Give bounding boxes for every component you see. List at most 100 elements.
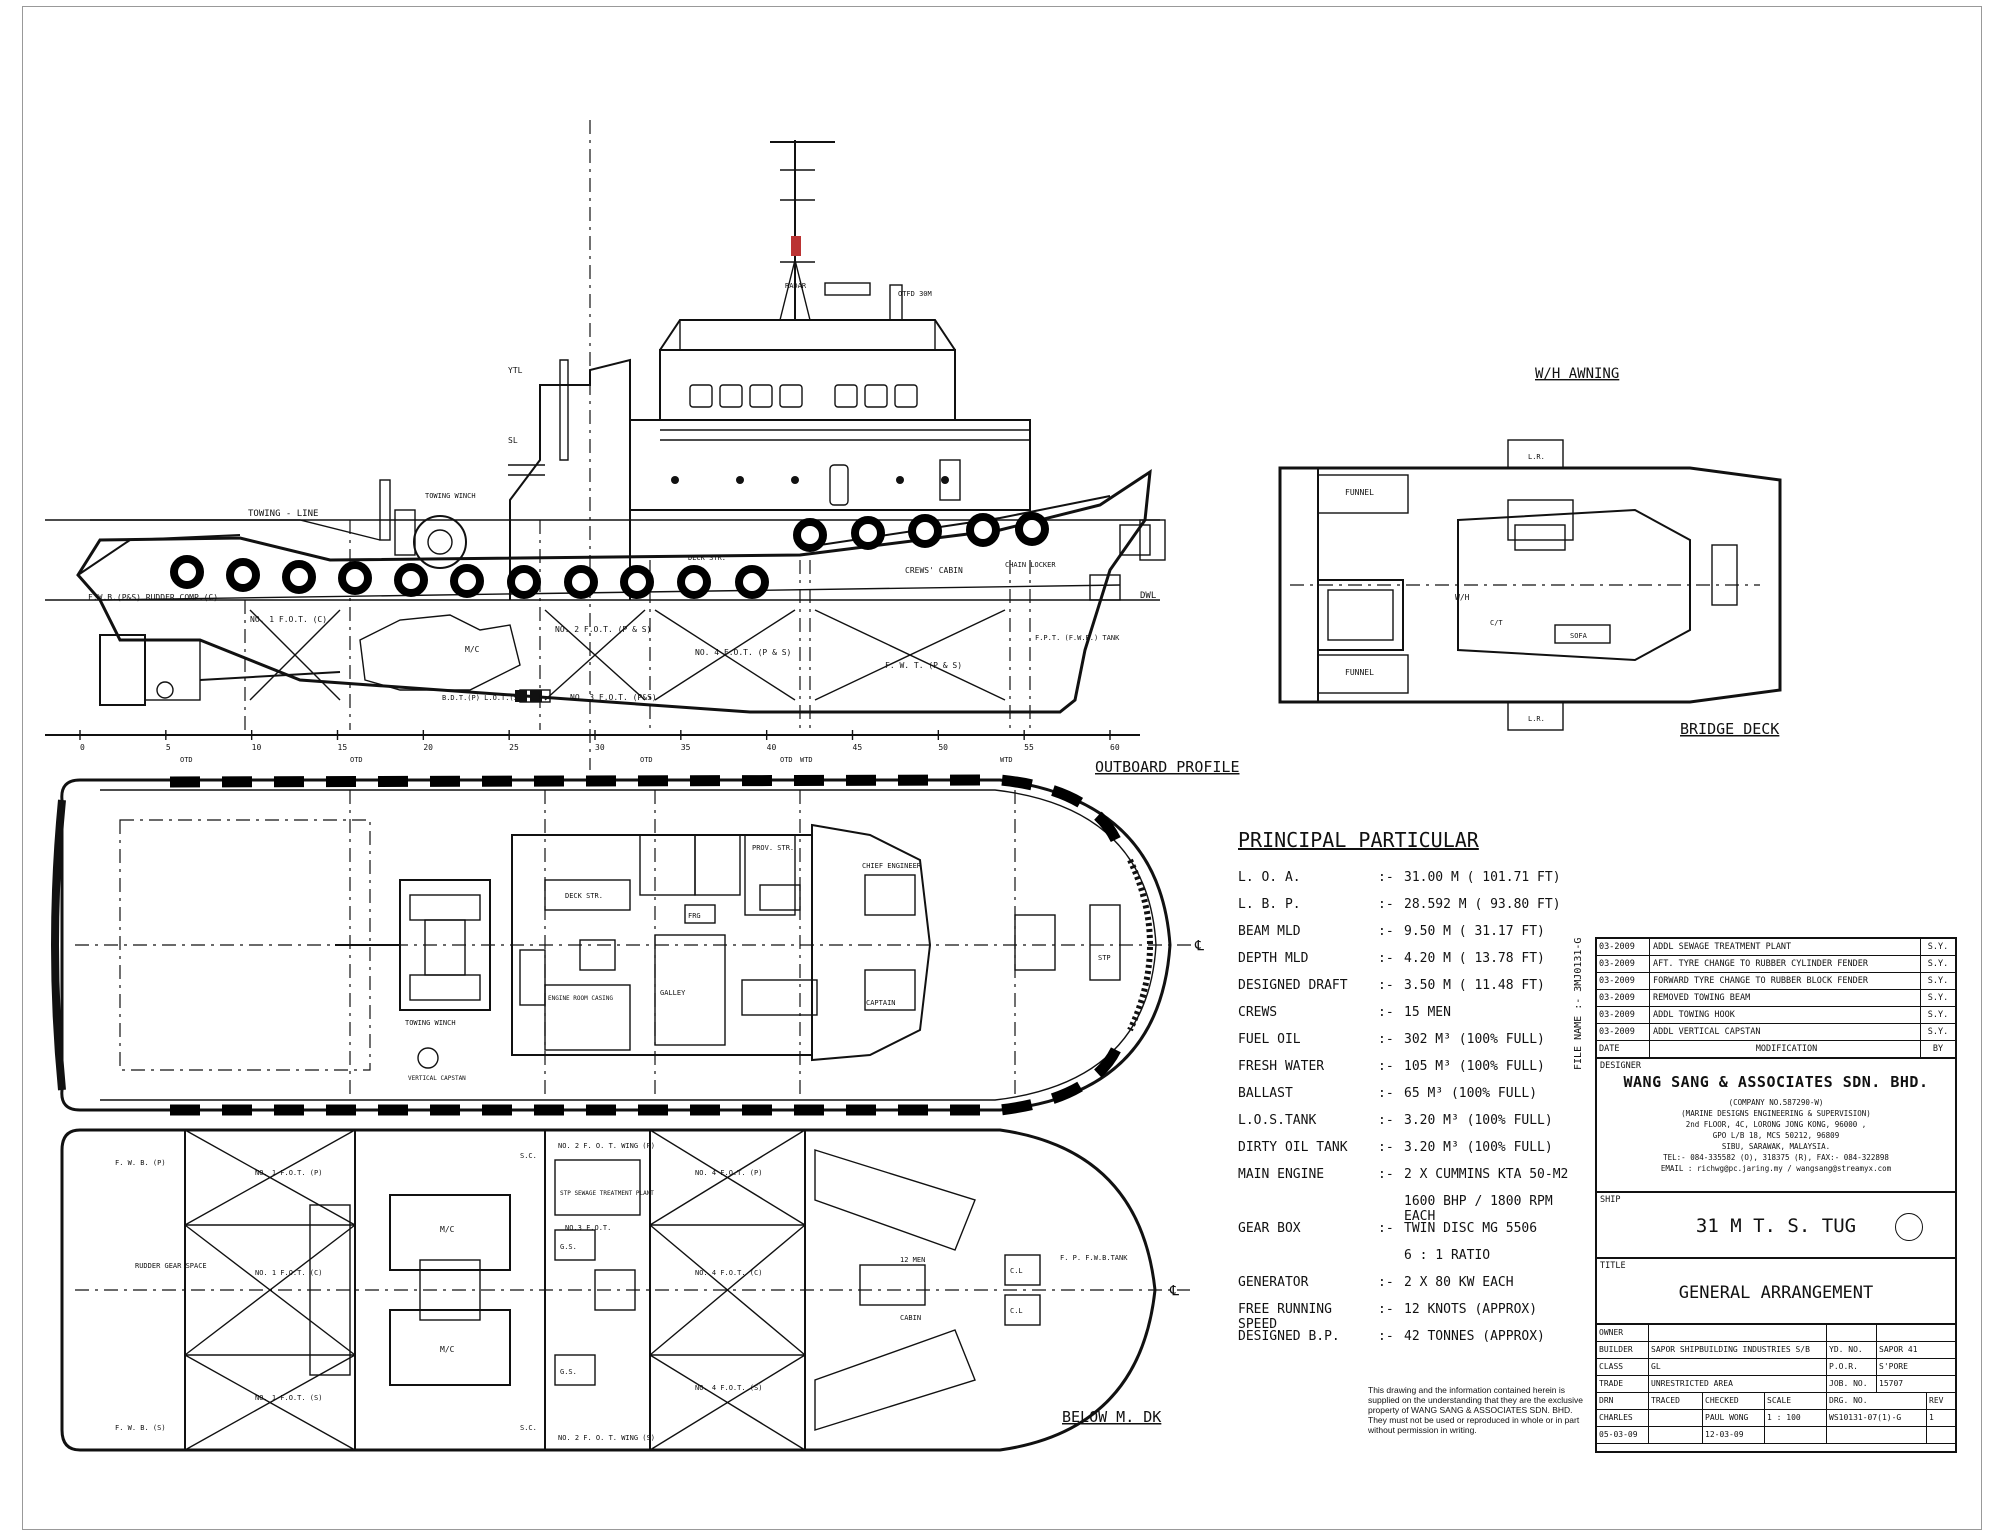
door-marker: WTD	[800, 756, 813, 764]
crew-berth-port	[814, 1149, 976, 1251]
deck-store-profile-label: DECK STR.	[688, 554, 726, 562]
particular-value: 42 TONNES (APPROX)	[1404, 1329, 1545, 1344]
particular-separator: :-	[1378, 978, 1394, 993]
winch-frame	[394, 509, 416, 556]
revision-date: 03-2009	[1597, 956, 1650, 972]
chain-locker-stbd	[1004, 1294, 1041, 1326]
sc-stbd-label: S.C.	[520, 1424, 537, 1432]
lr-bottom-label: L.R.	[1528, 715, 1545, 723]
main-deck-plan-view: ℄ TOWING WINCH VERTICAL CAPSTAN DECK STR…	[51, 774, 1204, 1116]
provision-store	[744, 834, 796, 916]
particular-value: 3.20 M³ (100% FULL)	[1404, 1140, 1553, 1155]
galley-label: GALLEY	[660, 989, 686, 997]
no2-fot-wing-s-label: NO. 2 F. O. T. WING (S)	[558, 1434, 655, 1442]
revision-description: ADDL VERTICAL CAPSTAN	[1650, 1024, 1921, 1040]
particular-separator: :-	[1378, 1113, 1394, 1128]
particular-label: DIRTY OIL TANK	[1238, 1140, 1348, 1155]
mast-light	[791, 236, 801, 256]
particular-label: GEAR BOX	[1238, 1221, 1301, 1236]
rubber-fender-port	[169, 774, 1126, 852]
particular-row: L.O.S.TANK:-3.20 M³ (100% FULL)	[1238, 1113, 1578, 1140]
rudder-skeg	[144, 639, 201, 701]
bow-block	[1119, 524, 1151, 556]
gs-stbd	[554, 1354, 596, 1386]
fpt-profile-label: F.P.T. (F.W.B.) TANK	[1035, 634, 1120, 642]
main-engine-port	[389, 1194, 511, 1271]
particular-label: GENERATOR	[1238, 1275, 1309, 1290]
station-number: 20	[423, 743, 433, 752]
radar-label: RADAR	[785, 282, 807, 290]
particular-value-continued: 1600 BHP / 1800 RPM EACH	[1404, 1194, 1553, 1224]
company-logo	[1895, 1213, 1923, 1241]
funnel-bottom-label: FUNNEL	[1345, 668, 1374, 677]
no3-fot-below-label: NO.3 F.O.T.	[565, 1224, 611, 1232]
mc-stbd-label: M/C	[440, 1345, 455, 1354]
particular-value-continued: 6 : 1 RATIO	[1404, 1248, 1491, 1263]
crew-berth-stbd	[814, 1329, 976, 1431]
cl-port-label: C.L	[1010, 1267, 1023, 1275]
particular-separator: :-	[1378, 951, 1394, 966]
particular-value: 2 X CUMMINS KTA 50-M2	[1404, 1167, 1569, 1182]
toilet-2	[694, 834, 741, 896]
revision-date: 03-2009	[1597, 1007, 1650, 1023]
fwb-s-label: F. W. B. (S)	[115, 1424, 166, 1432]
particular-row: FREE RUNNING SPEED:-12 KNOTS (APPROX)	[1238, 1302, 1578, 1332]
station-number: 60	[1110, 743, 1120, 752]
rubber-fender-stbd	[170, 1038, 1126, 1116]
particular-value: 302 M³ (100% FULL)	[1404, 1032, 1545, 1047]
no3-fot-profile-label: NO. 3 F.O.T. (P&S)	[570, 693, 657, 702]
aft-deck-area	[119, 819, 371, 1071]
funnel-top	[1317, 474, 1409, 514]
particular-label: FRESH WATER	[1238, 1059, 1325, 1074]
stair-3	[759, 884, 801, 911]
particular-separator: :-	[1378, 1302, 1394, 1317]
propeller-shaft	[199, 671, 341, 681]
vertical-capstan-icon	[417, 1047, 439, 1069]
bridge-console-fwd	[1711, 544, 1738, 606]
particular-label: CREWS	[1238, 1005, 1278, 1020]
station-number: 5	[166, 743, 171, 752]
revision-by: S.Y.	[1927, 993, 1949, 1003]
particular-separator: :-	[1378, 1329, 1394, 1344]
chief-engineer-label: CHIEF ENGINEER	[862, 862, 922, 870]
outboard-profile-view: TOWING - LINE TOWING WINCH RADAR OTFD 30…	[45, 120, 1240, 776]
revision-date: 03-2009	[1597, 973, 1650, 989]
tyre-fenders	[170, 512, 1049, 599]
particular-row: DESIGNED DRAFT:-3.50 M ( 11.48 FT)	[1238, 978, 1578, 1005]
below-main-deck-view: ℄ F. W. B. (P) F	[60, 1128, 1190, 1452]
windlass	[1089, 574, 1121, 601]
prov-str-label: PROV. STR.	[752, 844, 794, 852]
windlass-plan	[1014, 914, 1056, 971]
towing-line-path	[90, 519, 381, 541]
door-marker: OTD	[180, 756, 193, 764]
particular-value: 28.592 M ( 93.80 FT)	[1404, 897, 1561, 912]
stairs-hatch	[1514, 524, 1566, 551]
principal-particulars-title: PRINCIPAL PARTICULAR	[1238, 828, 1479, 852]
station-number: 45	[853, 743, 863, 752]
station-number: 10	[252, 743, 262, 752]
no4-fot-p-label: NO. 4 F.O.T. (P)	[695, 1169, 762, 1177]
below-deck-outline	[60, 1128, 1157, 1452]
frig-box	[684, 904, 716, 924]
station-number: 40	[767, 743, 777, 752]
particular-label: L. O. A.	[1238, 870, 1301, 885]
drawing-title: GENERAL ARRANGEMENT	[1678, 1283, 1874, 1303]
wheelhouse-front	[659, 319, 956, 351]
deckhouse-rails	[508, 429, 1030, 476]
door-marker: WTD	[1000, 756, 1013, 764]
particular-separator: :-	[1378, 1032, 1394, 1047]
gs-port-label: G.S.	[560, 1243, 577, 1251]
gs-stbd-label: G.S.	[560, 1368, 577, 1376]
wh-label: W/H	[1455, 593, 1470, 602]
particular-separator: :-	[1378, 897, 1394, 912]
particular-row: BEAM MLD:-9.50 M ( 31.17 FT)	[1238, 924, 1578, 951]
wh-console	[1507, 499, 1574, 541]
drawing-info-table: DRN TRACED CHECKED SCALE DRG. NO. REV CH…	[1597, 1393, 1957, 1444]
particular-separator: :-	[1378, 1086, 1394, 1101]
particular-label: BALLAST	[1238, 1086, 1293, 1101]
sofa	[1554, 624, 1611, 644]
men-label: 12 MEN	[900, 1256, 925, 1264]
towing-line-label: TOWING - LINE	[248, 509, 318, 519]
